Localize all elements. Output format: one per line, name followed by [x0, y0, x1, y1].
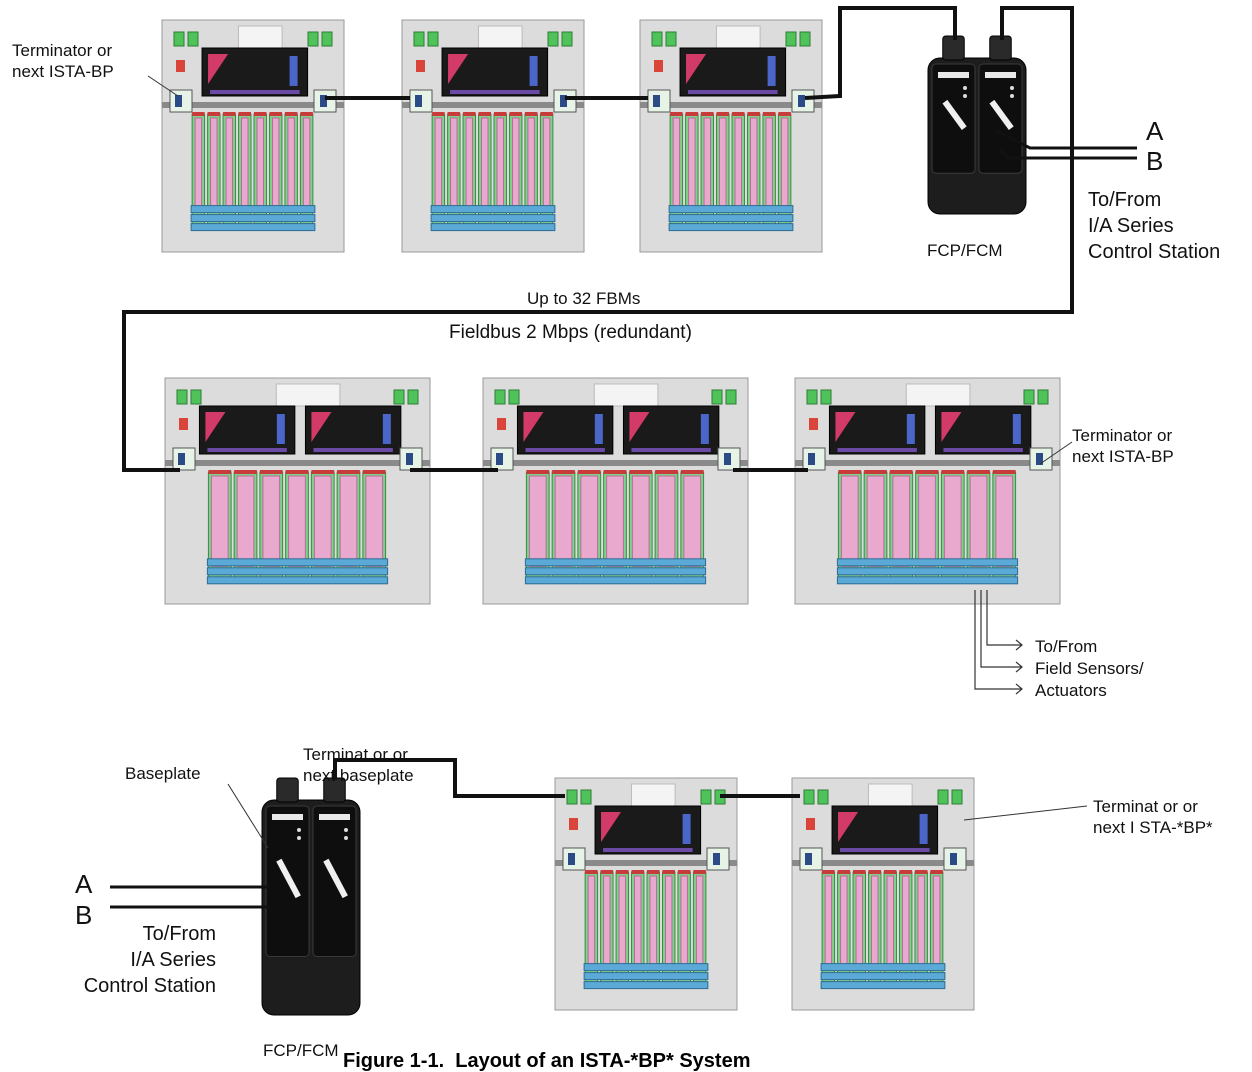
- fieldbus-cable-bottom-1: [333, 758, 565, 798]
- to-from-label-bottom: To/From I/A Series Control Station: [83, 923, 216, 997]
- field-sensors-label: To/From Field Sensors/ Actuators: [1035, 637, 1144, 700]
- leader-terminator-top-left: [147, 75, 179, 97]
- baseplate-top-1: [161, 19, 345, 253]
- fcp-layer: [261, 35, 1027, 1016]
- baseplate-top-2: [401, 19, 585, 253]
- baseplates-layer: [161, 19, 1061, 1011]
- terminator-label-top-left: Terminator or next ISTA-BP: [12, 41, 114, 81]
- field-arrow-3-head: [1015, 683, 1023, 695]
- figure-caption: Figure 1-1. Layout of an ISTA-*BP* Syste…: [343, 1050, 751, 1072]
- leader-terminator-bottom-right: [963, 805, 1088, 821]
- field-arrow-3: [974, 590, 1022, 690]
- field-arrow-2: [980, 590, 1022, 668]
- baseplate-label: Baseplate: [125, 764, 201, 783]
- bus-b-cable-top: [998, 148, 1137, 160]
- terminator-label-bottom-right: Terminat or or next I STA-*BP*: [1093, 797, 1213, 837]
- field-arrow-2-head: [1015, 661, 1023, 673]
- baseplate-mid-2: [482, 377, 749, 605]
- fcp-label-bottom: FCP/FCM: [263, 1041, 339, 1060]
- baseplate-top-3: [639, 19, 823, 253]
- leader-baseplate: [227, 783, 269, 849]
- up-to-label: Up to 32 FBMs: [527, 289, 641, 308]
- field-arrow-1-head: [1015, 639, 1023, 651]
- terminator-label-mid-right: Terminator or next ISTA-BP: [1072, 426, 1174, 466]
- cables-layer: [110, 6, 1137, 909]
- baseplate-mid-3: [794, 377, 1061, 605]
- bus-a-label-top: A: [1146, 116, 1164, 146]
- baseplate-mid-1: [164, 377, 431, 605]
- fieldbus-cable-to-fcp-top: [804, 6, 957, 100]
- field-arrow-1: [986, 590, 1022, 646]
- bus-a-cable-top: [993, 128, 1137, 150]
- fcp-fcm-top: [927, 35, 1027, 215]
- baseplate-bottom-1: [554, 777, 738, 1011]
- to-from-label-top: To/From I/A Series Control Station: [1088, 189, 1221, 263]
- leader-terminator-mid-right: [1039, 441, 1073, 465]
- fieldbus-label: Fieldbus 2 Mbps (redundant): [449, 322, 692, 343]
- bus-b-label-top: B: [1146, 146, 1164, 176]
- fcp-label-top: FCP/FCM: [927, 241, 1003, 260]
- terminator-label-bottom-mid: Terminat or or next baseplate: [303, 745, 414, 785]
- fieldbus-cable-trunk: [122, 6, 1074, 472]
- bus-a-label-bottom: A: [75, 869, 93, 899]
- fcp-fcm-bottom: [261, 777, 361, 1016]
- baseplate-bottom-2: [791, 777, 975, 1011]
- bus-b-label-bottom: B: [75, 900, 93, 930]
